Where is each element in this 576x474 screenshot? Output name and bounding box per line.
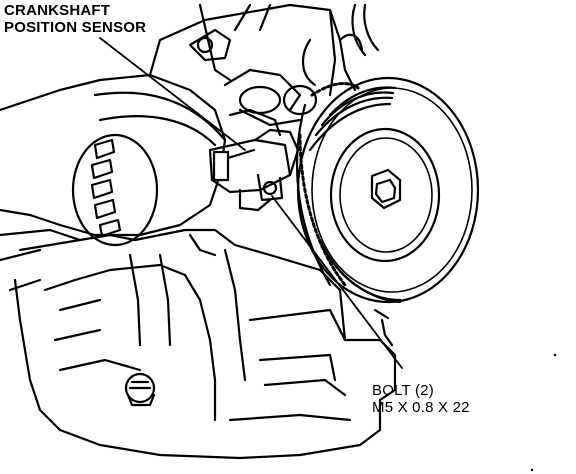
sensor-callout-line-1: CRANKSHAFT xyxy=(4,2,111,19)
bolt-callout: BOLT (2) M5 X 0.8 X 22 xyxy=(372,382,470,416)
sensor-callout-line-2: POSITION SENSOR xyxy=(4,19,147,36)
sensor-callout: CRANKSHAFT POSITION SENSOR xyxy=(4,2,146,36)
leader-lines xyxy=(99,37,403,369)
bolt-leader-line xyxy=(271,195,403,369)
drain-plug xyxy=(124,372,156,407)
sensor-leader-line xyxy=(99,37,246,151)
transmission-housing xyxy=(0,73,227,292)
oil-pan xyxy=(13,228,397,460)
crankshaft-pulley xyxy=(296,76,480,304)
bolt-callout-line-2: M5 X 0.8 X 22 xyxy=(372,399,470,416)
pulley-center-bolt xyxy=(370,168,402,210)
stray-dots xyxy=(530,353,557,472)
crankshaft-position-sensor xyxy=(208,108,300,212)
bolt-callout-line-1: BOLT (2) xyxy=(372,382,434,399)
